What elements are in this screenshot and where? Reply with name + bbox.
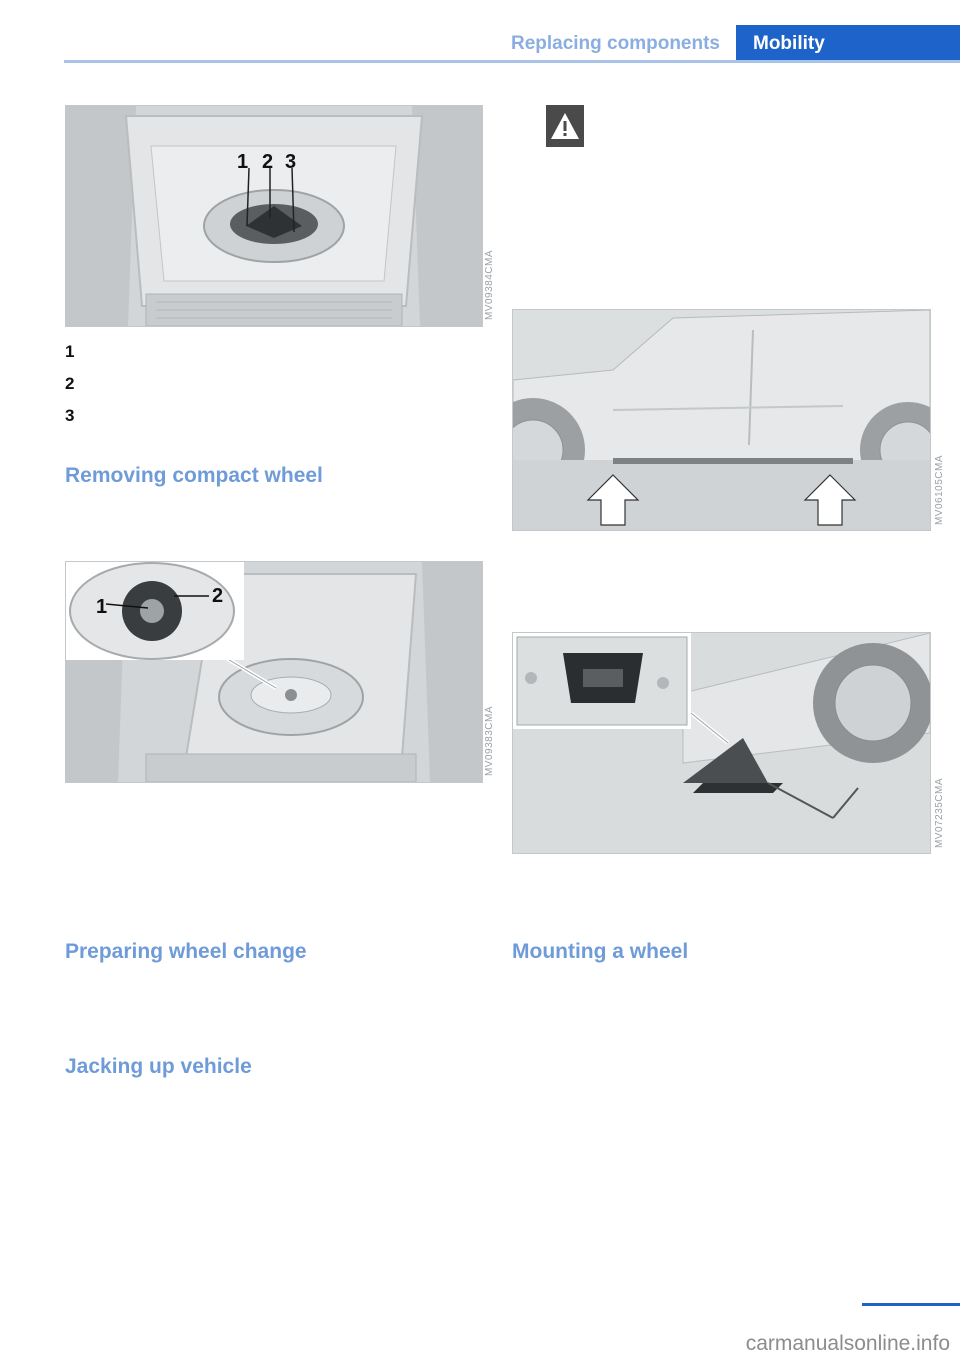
fig1-callout-1: 1 [237, 151, 248, 173]
heading-preparing-wheel-change: Preparing wheel change [65, 940, 307, 963]
figure-jacking-points [512, 309, 931, 531]
figure-tools-in-trunk: 1 2 3 [65, 105, 483, 327]
section-title: Replacing components [510, 33, 720, 54]
figure-code: MV09383CMA [484, 706, 495, 777]
heading-jacking-up-vehicle: Jacking up vehicle [65, 1055, 252, 1078]
figure-code: MV06105CMA [934, 455, 945, 526]
legend-number-1: 1 [65, 342, 75, 361]
header-rule [64, 60, 960, 63]
watermark: carmanualsonline.info [745, 1332, 950, 1355]
fig1-callout-2: 2 [262, 151, 273, 173]
legend-number-3: 3 [65, 406, 75, 425]
figure-jack-mounted [512, 632, 931, 854]
fig2-callout-2: 2 [212, 585, 223, 607]
warning-triangle-icon [546, 105, 584, 147]
figure-code: MV09384CMA [484, 250, 495, 321]
figure-compact-wheel: 1 2 [65, 561, 483, 783]
heading-mounting-a-wheel: Mounting a wheel [512, 940, 689, 963]
legend-number-2: 2 [65, 374, 75, 393]
chapter-tab: Mobility [736, 25, 960, 63]
figure-code: MV07235CMA [934, 778, 945, 849]
heading-removing-compact-wheel: Removing compact wheel [65, 464, 323, 487]
footer-rule [862, 1303, 960, 1306]
fig2-callout-1: 1 [96, 596, 107, 618]
fig1-callout-3: 3 [285, 151, 296, 173]
